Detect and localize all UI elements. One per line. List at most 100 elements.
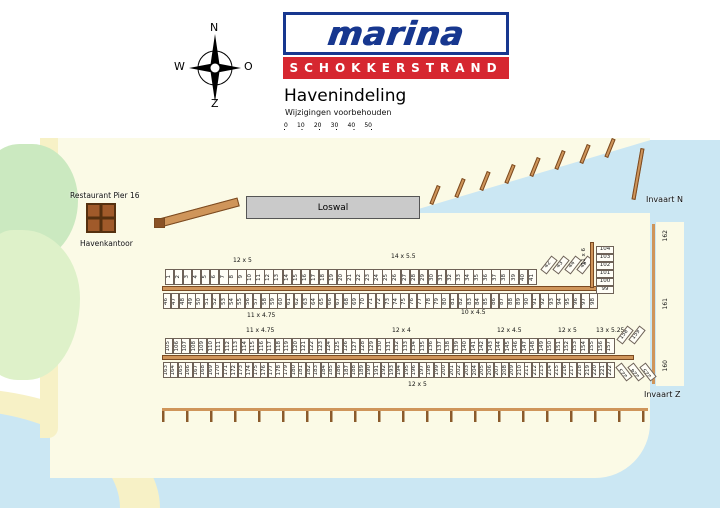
berth-182: 182 <box>305 362 314 378</box>
berth-165: 165 <box>177 362 186 378</box>
berth-194: 194 <box>395 362 404 378</box>
berth-size-label: 11 x 6 <box>581 248 587 266</box>
scale-tick: 30 <box>330 122 339 129</box>
berth-208: 208 <box>501 362 510 378</box>
breakwater-berth-number: 161 <box>662 298 669 310</box>
berth-221: 221 <box>599 362 608 378</box>
berth-172: 172 <box>230 362 239 378</box>
berth-175: 175 <box>252 362 261 378</box>
logo-brand-box: marina <box>283 12 509 55</box>
compass-north-label: N <box>210 21 219 34</box>
berth-219: 219 <box>584 362 593 378</box>
berth-size-label: 10 x 4.5 <box>461 309 486 316</box>
berth-192: 192 <box>380 362 389 378</box>
berth-size-label: 13 x 5.25 <box>596 327 625 334</box>
berth-size-label: 11 x 4.75 <box>247 312 276 319</box>
berth-203: 203 <box>463 362 472 378</box>
berth-199: 199 <box>433 362 442 378</box>
berth-206: 206 <box>486 362 495 378</box>
berth-183: 183 <box>313 362 322 378</box>
compass-rose: N W O Z <box>174 21 254 109</box>
berth-210: 210 <box>516 362 525 378</box>
berth-186: 186 <box>335 362 344 378</box>
mooring-posts <box>162 411 648 422</box>
berth-177: 177 <box>267 362 276 378</box>
berth-211: 211 <box>524 362 533 378</box>
entrance-south-label: Invaart Z <box>644 390 681 399</box>
breakwater-pier <box>652 224 655 384</box>
compass-west-label: W <box>174 60 185 73</box>
compass-east-label: O <box>244 60 253 73</box>
berth-222: 222 <box>606 362 615 378</box>
pier-b <box>162 355 634 360</box>
scale-tick: 40 <box>347 122 356 129</box>
berth-169: 169 <box>207 362 216 378</box>
berth-size-label: 12 x 5 <box>233 257 252 264</box>
berth-216: 216 <box>561 362 570 378</box>
berth-198: 198 <box>426 362 435 378</box>
berth-209: 209 <box>508 362 517 378</box>
berth-187: 187 <box>343 362 352 378</box>
scale-tick-labels: 0 10 20 30 40 50 <box>284 122 372 129</box>
scale-tick: 0 <box>284 122 288 129</box>
berth-207: 207 <box>493 362 502 378</box>
harbor-office-building <box>86 203 116 233</box>
breakwater-berth-number: 160 <box>662 360 669 372</box>
berth-164: 164 <box>170 362 179 378</box>
berth-163: 163 <box>162 362 171 378</box>
berth-205: 205 <box>478 362 487 378</box>
berth-size-label: 12 x 4.5 <box>497 327 522 334</box>
breakwater-island <box>656 222 684 386</box>
berth-200: 200 <box>441 362 450 378</box>
berth-size-label: 14 x 5.5 <box>391 253 416 260</box>
pier-a <box>162 286 598 291</box>
berth-188: 188 <box>350 362 359 378</box>
berth-217: 217 <box>569 362 578 378</box>
berth-202: 202 <box>456 362 465 378</box>
berth-99: 99 <box>596 285 614 294</box>
berth-189: 189 <box>358 362 367 378</box>
berth-218: 218 <box>576 362 585 378</box>
berth-179: 179 <box>283 362 292 378</box>
berth-176: 176 <box>260 362 269 378</box>
breakwater-berth-number: 162 <box>662 230 669 242</box>
berth-size-label: 12 x 5 <box>408 381 427 388</box>
pier-a-spur <box>590 242 594 288</box>
berth-157: 157 <box>605 338 615 354</box>
berth-191: 191 <box>373 362 382 378</box>
berth-213: 213 <box>539 362 548 378</box>
berth-98: 98 <box>589 293 598 309</box>
berth-size-label: 11 x 4.75 <box>246 327 275 334</box>
berth-214: 214 <box>546 362 555 378</box>
berth-190: 190 <box>365 362 374 378</box>
berth-170: 170 <box>215 362 224 378</box>
loswal-quay: Loswal <box>246 196 420 219</box>
scale-tick: 50 <box>364 122 372 129</box>
berth-166: 166 <box>185 362 194 378</box>
berth-212: 212 <box>531 362 540 378</box>
berth-184: 184 <box>320 362 329 378</box>
harbor-map: Restaurant Pier 16 Havenkantoor Loswal 1… <box>0 130 720 508</box>
logo-banner: SCHOKKERSTRAND <box>283 57 509 79</box>
harbor-office-label: Havenkantoor <box>80 239 133 248</box>
page-subtitle: Wijzigingen voorbehouden <box>285 108 392 117</box>
berth-204: 204 <box>471 362 480 378</box>
berth-size-label: 12 x 4 <box>392 327 411 334</box>
berth-201: 201 <box>448 362 457 378</box>
berth-178: 178 <box>275 362 284 378</box>
berth-174: 174 <box>245 362 254 378</box>
berth-215: 215 <box>554 362 563 378</box>
berth-173: 173 <box>237 362 246 378</box>
compass-star-icon <box>189 34 241 102</box>
berth-193: 193 <box>388 362 397 378</box>
restaurant-label: Restaurant Pier 16 <box>70 191 140 200</box>
berth-168: 168 <box>200 362 209 378</box>
